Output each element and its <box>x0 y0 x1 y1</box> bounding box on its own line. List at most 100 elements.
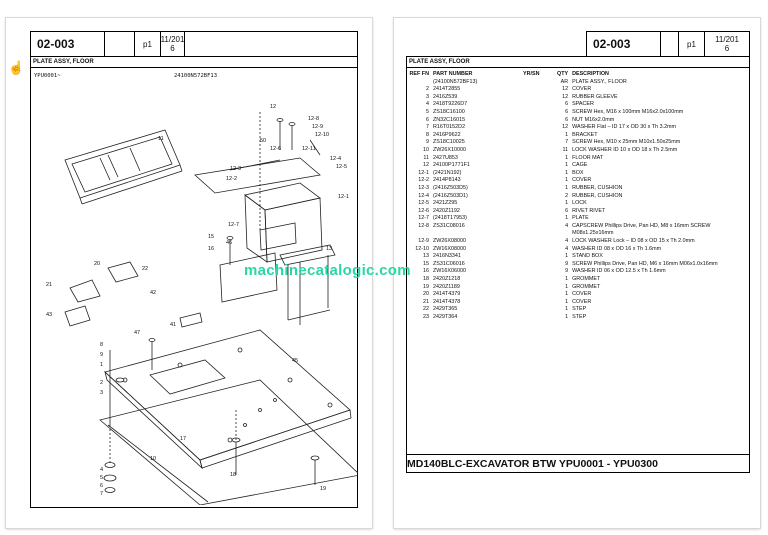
hand-cursor-icon: ☝ <box>8 60 25 75</box>
steps-drawing <box>64 261 203 328</box>
cell-part-number: 24100P1771F1 <box>433 162 470 169</box>
cell-qty: 1 <box>565 131 569 138</box>
cell-part-number: 2429T364 <box>433 314 458 320</box>
date-line1: 11/201 <box>160 35 185 44</box>
plate-drawing <box>219 252 278 303</box>
callout-42: 42 <box>150 290 156 296</box>
callout-12-9: 12-9 <box>312 124 323 130</box>
section-code: 02-003 <box>587 32 661 56</box>
callout-17: 17 <box>180 436 186 442</box>
cell-description: SCREW Phillips Drive, Pan HD, M6 x 16mm … <box>572 260 718 267</box>
col-ref: REF FN <box>409 71 429 77</box>
cell-yr-sn <box>521 162 555 170</box>
cell-part-number: 2416Z539 <box>433 93 458 100</box>
cell-part-number: 2414T4379 <box>433 291 461 298</box>
cell-ref: 12-1 <box>418 169 429 176</box>
cell-description: SPACER <box>572 101 594 108</box>
cell-ref: 22 <box>423 306 429 313</box>
cell-yr-sn <box>521 101 555 109</box>
header-blank <box>105 32 135 56</box>
callout-12-6: 12-6 <box>270 146 281 152</box>
cell-qty: AR <box>560 78 569 85</box>
cell-description: LOCK <box>572 200 587 207</box>
cell-ref: 2 <box>426 86 429 93</box>
cell-yr-sn <box>521 94 555 102</box>
cell-qty: 1 <box>565 306 569 313</box>
col-description: DESCRIPTION <box>572 71 609 77</box>
cell-part-number: 2416P9622 <box>433 131 461 138</box>
callout-43: 43 <box>46 312 52 318</box>
callout-19: 19 <box>320 486 326 492</box>
callout-12: 12 <box>270 104 276 110</box>
cell-description: GROMMET <box>572 283 601 290</box>
header-blank <box>661 32 679 56</box>
cell-ref: 4 <box>426 101 429 108</box>
date-line2: 6 <box>724 44 730 53</box>
cell-part-number <box>431 230 521 238</box>
cell-yr-sn <box>521 314 555 322</box>
callout-12-2: 12-2 <box>226 176 237 182</box>
frame-drawing <box>99 379 358 505</box>
cell-ref: 10 <box>423 146 429 153</box>
page-number: p1 <box>135 32 161 56</box>
cell-ref: 15 <box>423 260 429 267</box>
cell-part-number: 2427U853 <box>433 154 458 161</box>
watermark: machinecatalogic.com <box>244 262 411 279</box>
cell-yr-sn <box>521 109 555 117</box>
callout-10: 10 <box>150 456 156 462</box>
cell-ref: 12-8 <box>418 222 429 229</box>
cell-description: PLATE <box>572 215 589 222</box>
cell-yr-sn <box>521 238 555 246</box>
cell-qty: 1 <box>565 169 569 176</box>
cell-qty: 1 <box>565 162 569 169</box>
cell-yr-sn <box>521 132 555 140</box>
cell-description: RUBBER GLEEVE <box>572 93 618 100</box>
cell-yr-sn <box>521 253 555 261</box>
serial-label: YPU0001~ <box>34 73 61 79</box>
cell-description: COVER <box>572 177 592 184</box>
callout-6: 6 <box>100 483 103 489</box>
cell-part-number: 2416N3341 <box>433 253 461 260</box>
cell-part-number: 2414T4378 <box>433 298 461 305</box>
callout-7: 7 <box>100 491 103 497</box>
cell-yr-sn <box>521 86 555 94</box>
bolts-drawing <box>109 120 321 485</box>
cell-qty: 1 <box>565 215 569 222</box>
cell-ref: 18 <box>423 276 429 283</box>
cell-description: WASHER ID 06 x OD 12.5 x Th 1.6mm <box>572 268 666 275</box>
cell-part-number: 2414T2855 <box>433 86 461 93</box>
cell-qty: 12 <box>562 93 569 100</box>
right-page: 02-003 p1 11/201 6 PLATE ASSY, FLOOR REF… <box>394 18 760 528</box>
cell-yr-sn <box>521 139 555 147</box>
callout-labels: 12 12-8 12-9 12-10 50 12-6 12-11 12-4 12… <box>46 104 349 497</box>
cell-ref <box>407 79 431 87</box>
callout-13: 13 <box>326 246 332 252</box>
callout-8: 8 <box>100 342 103 348</box>
cell-part-number: 2414P8143 <box>433 177 461 184</box>
cell-ref: 23 <box>423 314 429 320</box>
left-header: 02-003 p1 11/201 6 <box>30 31 358 57</box>
cell-yr-sn <box>521 230 555 238</box>
cell-part-number: (2416Z503D1) <box>433 192 468 199</box>
cell-ref: 5 <box>426 108 429 115</box>
cell-part-number: ZW16X08000 <box>433 245 466 252</box>
cell-part-number: ZN32C16015 <box>433 116 466 123</box>
cell-part-number: 2418T9226D7 <box>433 101 468 108</box>
